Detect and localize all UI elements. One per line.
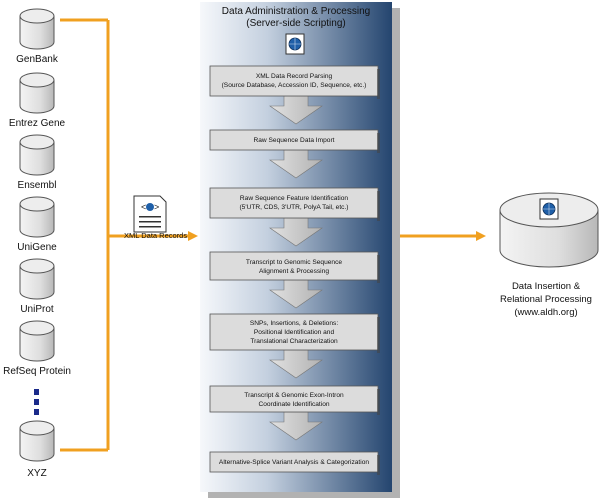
flow-arrow-6 <box>269 411 323 441</box>
step-genomic-alignment: Transcript to Genomic Sequence Alignment… <box>209 251 380 283</box>
source-db-unigene: UniGene <box>17 196 57 253</box>
step-6-line-2: Coordinate Identification <box>258 401 329 408</box>
output-label-line1: Data Insertion & <box>512 281 581 292</box>
output-label-line2: Relational Processing <box>500 294 592 305</box>
source-db-xyz: XYZ <box>19 420 55 479</box>
step-exon-intron-identification: Transcript & Genomic Exon-Intron Coordin… <box>209 385 380 415</box>
ellipsis-dots <box>34 389 39 415</box>
xml-document-icon: < > <box>133 195 167 233</box>
output-label-line3: (www.aldh.org) <box>514 307 577 318</box>
flow-arrow-1 <box>269 95 323 125</box>
arrowhead-to-output <box>476 231 486 241</box>
process-steps: XML Data Record Parsing (Source Database… <box>209 65 380 475</box>
source-db-genbank: GenBank <box>16 8 59 65</box>
flow-arrows <box>269 95 323 441</box>
svg-text:<: < <box>141 202 146 212</box>
step-4-line-2: Alignment & Processing <box>259 268 329 275</box>
step-1-line-2: (Source Database, Accession ID, Sequence… <box>222 82 367 89</box>
source-db-ensembl: Ensembl <box>18 134 57 191</box>
source-label-genbank: GenBank <box>16 54 59 65</box>
arrowhead-to-panel <box>188 231 198 241</box>
globe-icon <box>285 33 305 55</box>
source-databases: GenBank Entrez Gene Ensembl UniGene UniP… <box>3 8 71 479</box>
step-snp-indel-characterization: SNPs, Insertions, & Deletions: Positiona… <box>209 313 380 353</box>
panel-title-line2: (Server-side Scripting) <box>246 18 345 29</box>
flow-arrow-3 <box>269 217 323 247</box>
output-globe-icon <box>539 198 559 220</box>
step-3-line-2: (5'UTR, CDS, 3'UTR, PolyA Tail, etc.) <box>239 204 348 211</box>
step-2-line-1: Raw Sequence Data Import <box>254 137 335 144</box>
step-feature-identification: Raw Sequence Feature Identification (5'U… <box>209 187 380 221</box>
flow-arrow-2 <box>269 149 323 179</box>
svg-text:>: > <box>154 202 159 212</box>
step-5-line-2: Positional Identification and <box>254 329 335 336</box>
source-db-refseq-protein: RefSeq Protein <box>3 320 71 377</box>
processing-panel: Data Administration & Processing (Server… <box>200 2 400 498</box>
flow-arrow-4 <box>269 279 323 309</box>
xml-records-label: XML Data Records <box>124 231 187 240</box>
flow-arrow-5 <box>269 349 323 379</box>
source-label-unigene: UniGene <box>17 242 57 253</box>
source-connectors <box>60 18 188 452</box>
step-1-line-1: XML Data Record Parsing <box>256 73 333 80</box>
panel-title-line1: Data Administration & Processing <box>222 6 370 17</box>
source-label-ensembl: Ensembl <box>18 180 57 191</box>
step-6-line-1: Transcript & Genomic Exon-Intron <box>244 392 344 399</box>
step-xml-parsing: XML Data Record Parsing (Source Database… <box>209 65 380 99</box>
source-label-refseq-protein: RefSeq Protein <box>3 366 71 377</box>
source-label-uniprot: UniProt <box>20 304 54 315</box>
step-3-line-1: Raw Sequence Feature Identification <box>240 195 348 202</box>
step-alternative-splice-analysis: Alternative-Splice Variant Analysis & Ca… <box>209 451 380 475</box>
source-label-xyz: XYZ <box>27 468 46 479</box>
step-5-line-3: Translational Characterization <box>250 338 338 345</box>
source-db-uniprot: UniProt <box>19 258 55 315</box>
output-database: Data Insertion & Relational Processing (… <box>499 192 599 318</box>
step-5-line-1: SNPs, Insertions, & Deletions: <box>250 320 338 327</box>
source-db-entrez-gene: Entrez Gene <box>9 72 66 129</box>
source-label-entrez-gene: Entrez Gene <box>9 118 66 129</box>
step-7-line-1: Alternative-Splice Variant Analysis & Ca… <box>219 459 369 466</box>
step-4-line-1: Transcript to Genomic Sequence <box>246 259 342 266</box>
step-raw-sequence-import: Raw Sequence Data Import <box>209 129 380 153</box>
